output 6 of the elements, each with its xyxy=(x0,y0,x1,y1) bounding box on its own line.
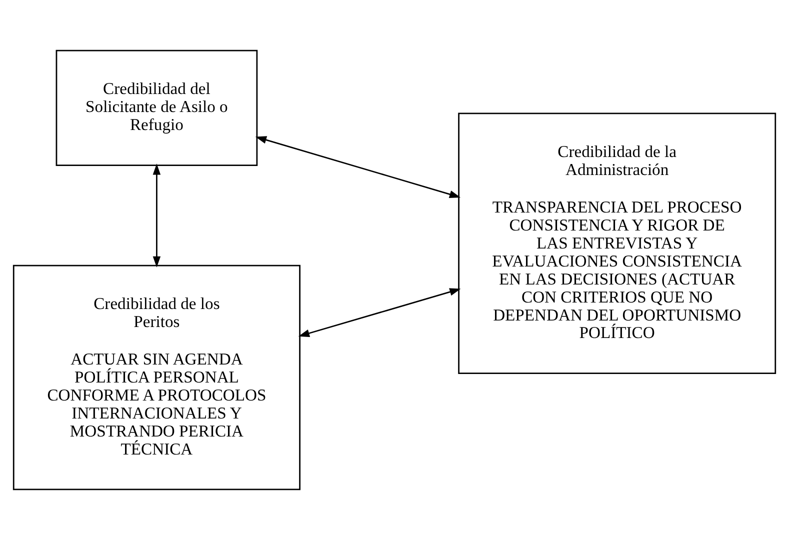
arrow xyxy=(152,164,161,268)
node-box: Credibilidad de los Peritos ACTUAR SIN AGENDA POLÍTICA PERSONAL CONFORME A PROTOCOLOS INTERNACIONALES Y MOSTRANDO PERICIA TÉCNICA xyxy=(12,264,300,490)
arrow xyxy=(298,288,461,337)
node-box: Credibilidad de la Administración TRANSPARENCIA DEL PROCESO CONSISTENCIA Y RIGOR DE LAS ENTREVISTAS Y EVALUACIONES CONSISTENCIA EN LAS DECISIONES (ACTUAR CON CRITERIOS QUE NO DEPENDAN DEL OPORTUNISMO POLÍTICO xyxy=(458,112,776,374)
arrow xyxy=(255,136,461,198)
node-box: Credibilidad del Solicitante de Asilo o Refugio xyxy=(56,50,258,166)
